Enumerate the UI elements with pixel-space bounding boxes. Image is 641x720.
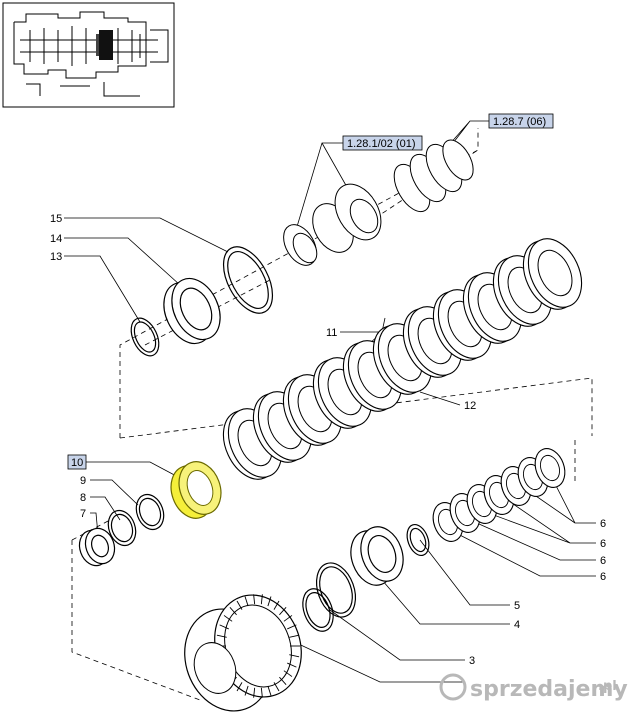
watermark-text: sprzedajemy bbox=[470, 677, 628, 702]
drum-slot bbox=[283, 615, 293, 622]
watermark-suffix: .pl bbox=[598, 679, 617, 694]
drum-slot bbox=[253, 594, 256, 605]
bearing-4 bbox=[350, 526, 404, 586]
drum-slot bbox=[229, 607, 237, 616]
drum-slot bbox=[216, 634, 227, 638]
ring-3 bbox=[302, 562, 357, 632]
sleeve-hub-10[interactable] bbox=[164, 456, 228, 524]
snap-ring-15 bbox=[222, 246, 274, 314]
drum-slot bbox=[273, 600, 280, 610]
drum-slot bbox=[289, 654, 300, 658]
disc-outline bbox=[527, 238, 583, 308]
location-inset bbox=[2, 2, 175, 108]
drum-slot bbox=[236, 682, 243, 692]
leader-lines bbox=[64, 120, 596, 683]
drum-slot bbox=[267, 685, 272, 696]
label-12: 12 bbox=[464, 400, 476, 412]
label-7: 7 bbox=[80, 508, 86, 520]
upper-subassembly bbox=[283, 139, 474, 266]
label-15: 15 bbox=[50, 213, 62, 225]
label-6-d: 6 bbox=[600, 571, 606, 583]
clutch-disc-pack bbox=[222, 238, 583, 480]
ring-13 bbox=[130, 317, 160, 357]
label-4: 4 bbox=[514, 619, 520, 631]
drum-slot bbox=[219, 624, 229, 630]
ring-9 bbox=[135, 493, 165, 531]
label-6-a: 6 bbox=[600, 518, 606, 530]
disc-set-6 bbox=[432, 448, 566, 542]
drum-slot bbox=[279, 676, 287, 685]
drum-slot bbox=[287, 624, 297, 630]
drum-slot bbox=[244, 596, 249, 607]
label-13: 13 bbox=[50, 251, 62, 263]
watermark-logo-icon bbox=[439, 673, 467, 701]
inset-highlight-block bbox=[99, 30, 113, 60]
disc-outline bbox=[537, 249, 573, 297]
drum-slot bbox=[260, 687, 263, 698]
ring-5 bbox=[406, 523, 430, 557]
ref-top-right-text: 1.28.7 (06) bbox=[493, 116, 546, 128]
drum-slot bbox=[236, 600, 243, 610]
label-14: 14 bbox=[50, 233, 62, 245]
ref-callout-top-right[interactable]: 1.28.7 (06) bbox=[488, 113, 554, 129]
ref-top-left-text: 1.28.1/02 (01) bbox=[347, 138, 416, 150]
ref-callout-top-left[interactable]: 1.28.1/02 (01) bbox=[342, 135, 423, 151]
drum-slot bbox=[287, 662, 297, 668]
label-8: 8 bbox=[80, 492, 86, 504]
ring-8 bbox=[107, 509, 137, 547]
label-5: 5 bbox=[514, 600, 520, 612]
label-9: 9 bbox=[80, 475, 86, 487]
disc-outline bbox=[539, 454, 561, 482]
drum-slot bbox=[279, 607, 287, 616]
clutch-drum bbox=[184, 594, 302, 712]
drum-slot bbox=[223, 615, 233, 622]
label-11: 11 bbox=[326, 327, 337, 339]
drum-slot bbox=[267, 596, 272, 607]
drum-slot bbox=[289, 634, 300, 638]
drum-slot bbox=[253, 687, 256, 698]
watermark: sprzedajemy .pl bbox=[439, 673, 628, 702]
label-6-b: 6 bbox=[600, 538, 606, 550]
label-6-c: 6 bbox=[600, 555, 606, 567]
part-number-labels: 15 14 13 11 12 9 8 7 6 6 6 6 5 4 3 bbox=[50, 213, 606, 667]
drum-slot bbox=[260, 594, 263, 605]
label-3: 3 bbox=[469, 655, 475, 667]
bearing-7 bbox=[78, 527, 116, 567]
drum-slot bbox=[244, 685, 249, 696]
drum-slot bbox=[273, 682, 280, 692]
gear-hub-14 bbox=[163, 277, 221, 345]
drum-slot bbox=[283, 670, 293, 677]
ref-callout-10[interactable]: 10 bbox=[67, 454, 87, 470]
label-10: 10 bbox=[71, 457, 83, 469]
